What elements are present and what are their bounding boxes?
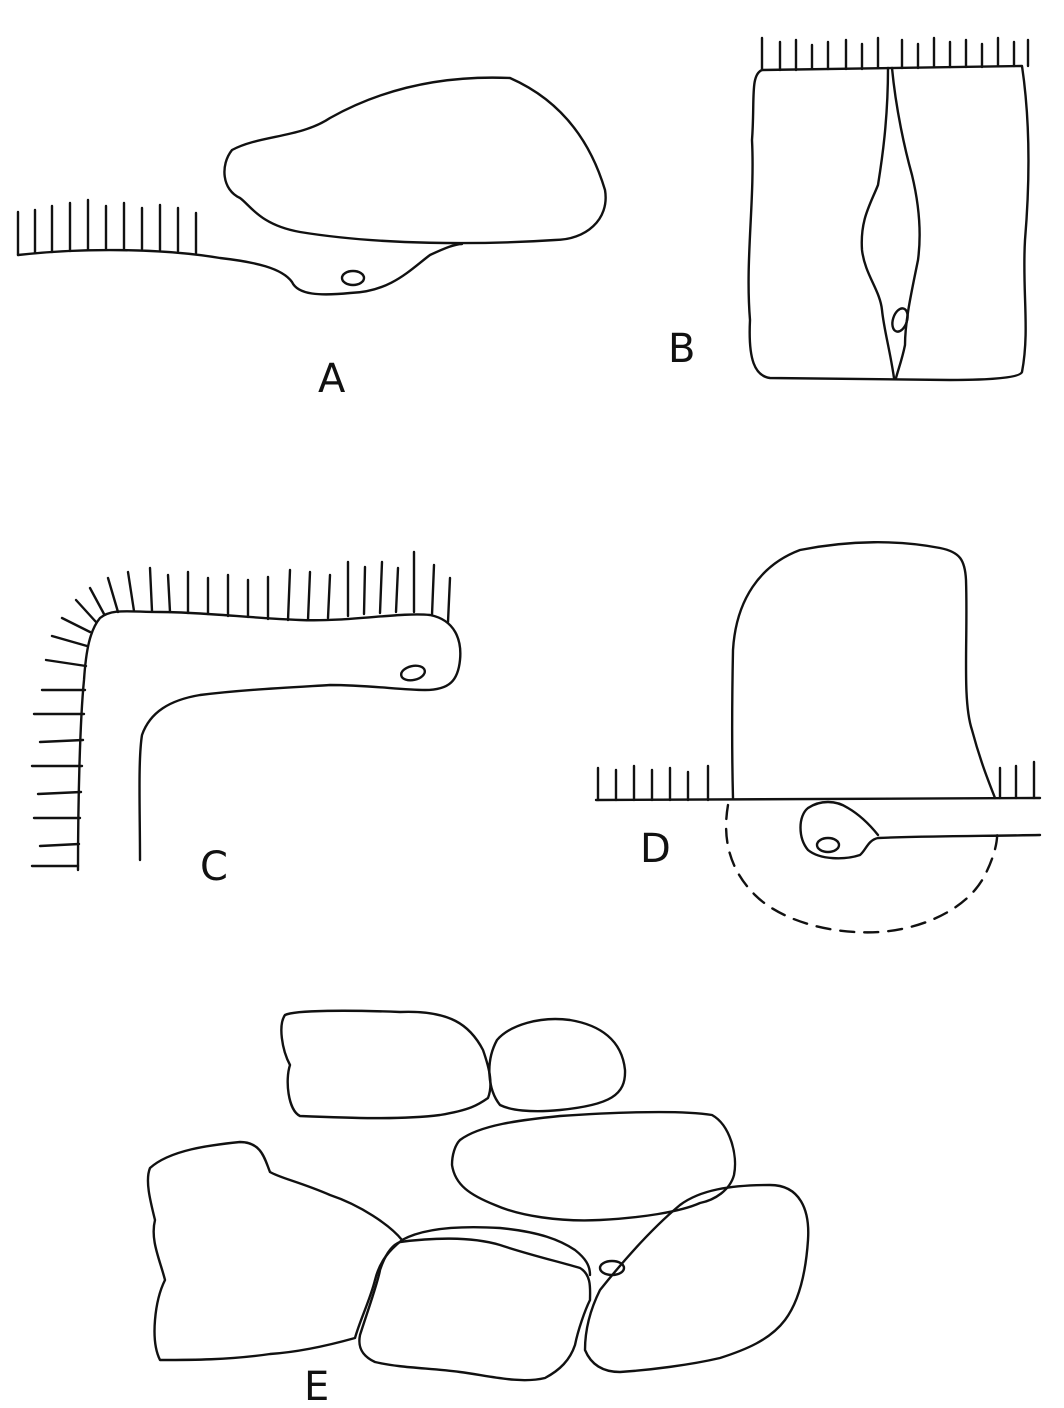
panel-a-label: A [318, 356, 346, 402]
panel-d-epithelium [596, 798, 1040, 800]
panel-d-large-cell [732, 542, 995, 798]
panel-d-cilia-left [598, 766, 708, 800]
panel-b-cilia [762, 38, 1028, 70]
panel-e-cell-3 [452, 1112, 735, 1220]
panel-a-large-cell [224, 78, 605, 243]
panel-a-epithelium [18, 244, 462, 294]
panel-a: A [18, 78, 606, 402]
panel-c-cilia-corner [52, 588, 104, 646]
panel-b-cleft-left [862, 68, 894, 378]
panel-e-cell-6 [585, 1185, 808, 1372]
panel-c: C [32, 552, 460, 890]
panel-d: D [596, 542, 1040, 932]
panel-d-dashed-region [726, 805, 997, 932]
panel-e-label: E [304, 1364, 329, 1408]
panel-b: B [668, 38, 1028, 380]
panel-e-cell-2 [489, 1019, 625, 1111]
panel-e: E [148, 1011, 808, 1408]
panel-e-organism [600, 1261, 624, 1275]
panel-c-label: C [200, 844, 228, 890]
panel-b-organism [890, 306, 911, 333]
panel-e-cell-4 [148, 1142, 402, 1360]
panel-d-cilia-right [1000, 762, 1034, 798]
panel-e-cell-5 [359, 1239, 590, 1381]
panel-e-interstitial-edge [402, 1227, 590, 1275]
panel-a-cilia [18, 200, 196, 255]
panel-d-organism [817, 838, 839, 852]
panel-c-organism [400, 664, 426, 683]
panel-b-cell-outline [749, 66, 1029, 380]
panel-e-cell-1 [281, 1011, 490, 1118]
panel-b-label: B [668, 326, 695, 372]
panel-c-outer-wall [78, 611, 460, 870]
panel-d-label: D [640, 826, 671, 872]
panel-a-organism [342, 271, 364, 285]
